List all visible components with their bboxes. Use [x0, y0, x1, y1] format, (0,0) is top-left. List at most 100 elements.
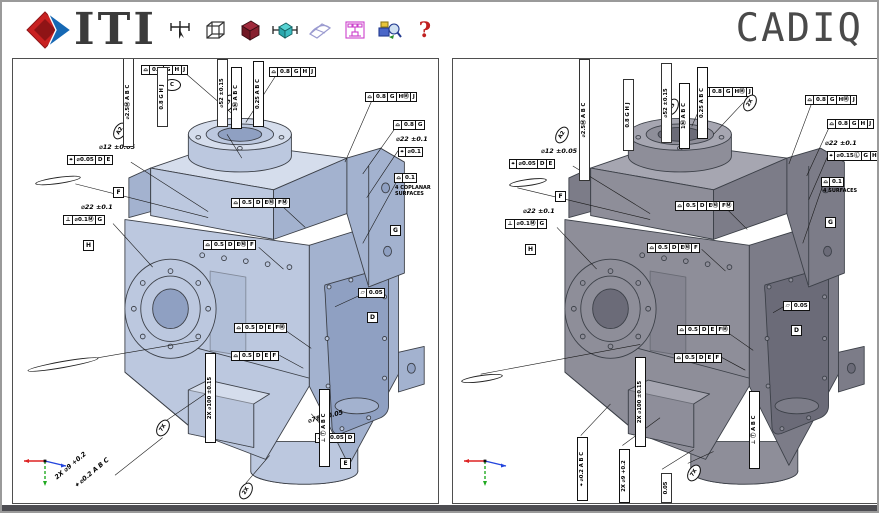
datum-flag[interactable]: F — [113, 187, 124, 198]
datum-flag[interactable]: G — [825, 217, 836, 228]
fcf-cell: FⓂ — [716, 325, 731, 335]
fcf-cell: E — [266, 323, 274, 333]
vertical-fcf[interactable]: ⌖ ⌀0.2 A B C — [577, 437, 588, 501]
fcf-cell: ⌖ — [827, 151, 836, 161]
datum-flag[interactable]: D — [791, 325, 802, 336]
fcf-cell: ⌓ — [393, 120, 403, 130]
datum-flag[interactable]: H — [83, 240, 94, 251]
fcf-cell: ⌓ — [234, 323, 244, 333]
fcf-cell: ⌀0.15Ⓛ — [835, 151, 862, 161]
vertical-fcf[interactable]: 0.25 A B C — [253, 61, 264, 127]
fcf-cell: ⌓ — [805, 95, 815, 105]
note-label[interactable]: 4 SURFACES — [823, 188, 858, 194]
vertical-fcf[interactable]: ⊥ Ⓣ A B C — [749, 391, 760, 469]
balloon-label[interactable]: 7X — [153, 417, 173, 439]
datum-target[interactable] — [460, 372, 504, 385]
help-icon[interactable]: ? — [412, 17, 438, 43]
fcf-cell: ⌀0.1Ⓜ — [515, 219, 538, 229]
vertical-dimension[interactable]: ⌀2.5Ⓜ A B C — [123, 59, 134, 147]
datum-flag[interactable]: G — [390, 225, 401, 236]
compare-views-icon[interactable] — [377, 17, 403, 43]
annotation-select-icon[interactable] — [167, 17, 193, 43]
feature-control-frame[interactable]: ▱0.05 — [358, 288, 386, 298]
dimension-label[interactable]: ⌀22 ±0.1 — [825, 139, 857, 147]
vertical-fcf[interactable]: 2X ⌀100 ±0.15 — [635, 357, 646, 447]
dimension-label[interactable]: ⌀12 ±0.05 — [541, 147, 578, 155]
solid-cube-icon[interactable] — [237, 17, 263, 43]
fcf-cell: HⓂ — [732, 87, 748, 97]
vertical-dimension[interactable]: 0.8 G H J — [157, 67, 168, 127]
vertical-dimension[interactable]: 0.05 — [661, 473, 672, 503]
iti-logo: ITI — [26, 7, 157, 52]
feature-control-frame[interactable]: ⌖⌀0.1 — [398, 147, 424, 157]
vertical-fcf[interactable]: 1Ⓜ A B C — [231, 67, 242, 129]
orientation-triad — [24, 459, 67, 486]
fcf-cell: H — [300, 67, 310, 77]
vertical-fcf[interactable]: 1Ⓜ A B C — [679, 83, 690, 149]
dimension-label[interactable]: ⌀12 ±0.05 — [99, 143, 136, 151]
shaded-cube-annotation-icon[interactable] — [272, 17, 298, 43]
vertical-fcf[interactable]: ⊥ Ⓣ A B C — [319, 389, 330, 467]
balloon-label[interactable]: A2 — [552, 124, 572, 146]
feature-control-frame[interactable]: ▱0.05 — [783, 301, 811, 311]
dimension-label[interactable]: ⌀22 ±0.1 — [523, 207, 555, 215]
dimension-label[interactable]: ⌀22 ±0.1 — [396, 135, 428, 143]
bottom-bar — [2, 505, 877, 511]
datum-flag[interactable]: E — [340, 458, 351, 469]
feature-control-frame[interactable]: ⌓0.1 — [821, 177, 845, 187]
fcf-cell: FⓂ — [276, 198, 290, 208]
fcf-cell: G — [292, 67, 301, 77]
wireframe-cube-icon[interactable] — [202, 17, 228, 43]
fcf-cell: E — [706, 353, 714, 363]
datum-flag[interactable]: H — [525, 244, 536, 255]
note-label[interactable]: 4 COPLANAR SURFACES — [395, 185, 431, 197]
vertical-dimension[interactable]: 0.8 G H J — [623, 79, 634, 151]
sketch-surfaces-icon[interactable] — [307, 17, 333, 43]
fcf-cell: ⌓ — [827, 119, 837, 129]
datum-target[interactable] — [34, 173, 82, 188]
vertical-dimension[interactable]: ⌀2.5Ⓜ A B C — [579, 59, 590, 181]
fcf-cell: D — [254, 198, 264, 208]
fcf-cell: D — [226, 240, 236, 250]
vertical-fcf[interactable]: 2X ⌀9 +0.2 — [619, 449, 630, 503]
fcf-cell: FⓂ — [273, 323, 288, 333]
vertical-dimension[interactable]: ⌀52 ±0.15 — [661, 63, 672, 143]
feature-control-frame[interactable]: ⌓0.1 — [394, 173, 418, 183]
vertical-fcf[interactable]: 2X ⌀100 ±0.15 — [205, 353, 216, 443]
balloon-label[interactable]: 2X — [236, 480, 256, 502]
datum-flag[interactable]: D — [367, 312, 378, 323]
balloon-label[interactable]: 7X — [684, 462, 704, 484]
drawing-sheet-icon[interactable] — [342, 17, 368, 43]
datum-target[interactable] — [508, 176, 548, 189]
vertical-dimension[interactable]: ⌀52 ±0.15 — [217, 59, 228, 127]
app-title: CADIQ — [735, 6, 863, 51]
datum-target[interactable] — [26, 354, 100, 375]
fcf-cell: ⌓ — [365, 92, 375, 102]
fcf-cell: 0.1 — [403, 173, 418, 183]
datum-flag[interactable]: F — [555, 191, 566, 202]
dimension-label[interactable]: ⌀22 ±0.1 — [81, 203, 113, 211]
vertical-fcf[interactable]: 0.25 A B C — [697, 67, 708, 139]
